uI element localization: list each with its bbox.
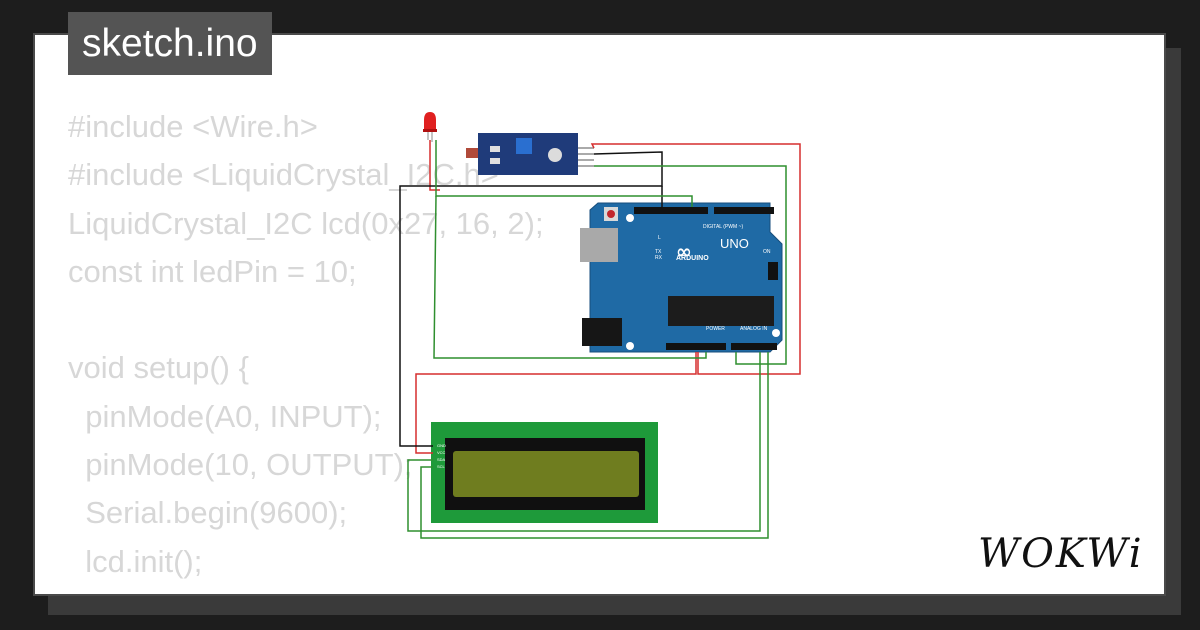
file-title: sketch.ino xyxy=(82,22,258,65)
wire-green-led-gnd xyxy=(433,195,707,359)
arduino-uno-board[interactable]: ∞ UNO ARDUINO DIGITAL (PWM ~) POWER ANAL… xyxy=(580,202,783,353)
code-line: pinMode(10, OUTPUT); xyxy=(68,447,413,483)
lcd-pin-sda: SDA xyxy=(437,457,446,462)
code-line: #include <LiquidCrystal_I2C.h> xyxy=(68,157,499,193)
code-line: Serial.begin(9600); xyxy=(68,495,348,531)
svg-text:∞: ∞ xyxy=(676,241,692,263)
power-jack xyxy=(582,318,622,346)
wire-red-lcd-vcc xyxy=(415,352,697,454)
wire-green-led xyxy=(435,140,693,207)
red-led[interactable] xyxy=(423,112,437,142)
code-line: LiquidCrystal_I2C lcd(0x27, 16, 2); xyxy=(68,205,544,241)
code-view: #include <Wire.h> #include <LiquidCrystal… xyxy=(68,103,544,594)
lcd-1602-i2c[interactable]: GND VCC SDA SCL xyxy=(431,422,658,523)
light-sensor-module[interactable] xyxy=(466,133,594,175)
analog-label: ANALOG IN xyxy=(740,326,768,332)
code-line: const int ledPin = 10; xyxy=(68,253,357,289)
lcd-pin-vcc: VCC xyxy=(437,450,446,455)
code-line: #include <Wire.h> xyxy=(68,109,318,144)
digital-pins-label: DIGITAL (PWM ~) xyxy=(703,224,743,230)
usb-port xyxy=(580,228,618,262)
wokwi-logo-text: WOKWi xyxy=(978,531,1144,577)
tx-label: TX xyxy=(655,249,662,255)
l-label: L xyxy=(658,235,661,241)
code-line: void setup() { xyxy=(68,350,249,386)
wire-red-sensor-5v xyxy=(590,143,801,375)
wire-black-gnd xyxy=(399,151,663,447)
wire-red-led xyxy=(429,140,440,191)
rx-label: RX xyxy=(655,255,663,261)
code-line: lcd.init(); xyxy=(68,543,203,579)
microcontroller-chip xyxy=(668,296,774,326)
wire-green-sda xyxy=(407,352,761,532)
code-line: lcd.backlight(); xyxy=(68,586,544,594)
board-brand: ARDUINO xyxy=(676,255,709,262)
board-model: UNO xyxy=(720,236,749,251)
code-line: pinMode(A0, INPUT); xyxy=(68,398,382,434)
lcd-pin-scl: SCL xyxy=(437,464,446,469)
wires xyxy=(399,140,801,539)
on-label: ON xyxy=(763,249,771,255)
wire-green-sensor-ao xyxy=(594,165,787,365)
file-title-tab[interactable]: sketch.ino xyxy=(68,12,272,75)
lcd-pin-gnd: GND xyxy=(437,443,446,448)
wire-green-scl xyxy=(420,352,769,539)
power-label: POWER xyxy=(706,326,725,332)
wokwi-logo: WOKWi xyxy=(976,525,1152,580)
